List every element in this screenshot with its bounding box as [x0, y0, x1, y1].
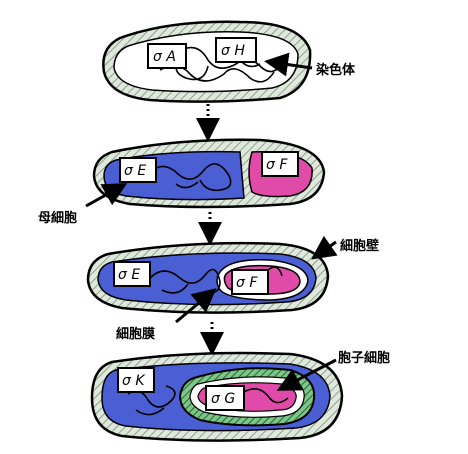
chromosome-dna [149, 163, 232, 192]
pointer-arrow-icon [175, 288, 217, 324]
stage-1-vegetative-cell: σ A σ H 染色体 [102, 20, 356, 103]
sigma-g-box: σ G [205, 385, 245, 411]
sigma-a-label: σ A [153, 49, 176, 65]
sigma-f-label: σ F [236, 275, 258, 291]
sigma-a-box: σ A [147, 43, 187, 69]
stage-2-asymmetric-division: σ E σ F 母細胞 [38, 138, 326, 226]
cell-membrane-label: 細胞膜 [116, 326, 155, 342]
sigma-f-label: σ F [266, 157, 288, 173]
mother-cell-label: 母細胞 [38, 210, 77, 226]
sigma-e-box: σ E [113, 261, 151, 287]
pointer-arrow-icon [264, 52, 313, 77]
pointer-arrow-icon [85, 183, 128, 208]
sigma-k-box: σ K [117, 367, 155, 393]
stage-3-engulfment: σ E σ F 細胞壁 細胞膜 [86, 235, 379, 342]
chromosome-dna [149, 46, 283, 83]
sigma-g-label: σ G [211, 391, 235, 407]
sigma-e-label: σ E [118, 267, 140, 283]
cell-wall-label: 細胞壁 [340, 238, 379, 254]
sigma-e-box: σ E [119, 157, 157, 183]
sigma-k-label: σ K [122, 373, 146, 389]
pointer-arrow-icon [276, 358, 337, 391]
pointer-arrow-icon [311, 235, 338, 260]
chromosome-label: 染色体 [315, 62, 356, 78]
stage-4-spore-maturation: σ K σ G 胞子細胞 [90, 350, 390, 442]
sigma-f-box: σ F [261, 151, 299, 177]
spore-label: 胞子細胞 [337, 350, 390, 366]
sigma-h-box: σ H [215, 37, 257, 63]
sigma-e-label: σ E [124, 163, 146, 179]
sigma-f-box: σ F [231, 269, 269, 295]
sigma-h-label: σ H [221, 43, 245, 59]
